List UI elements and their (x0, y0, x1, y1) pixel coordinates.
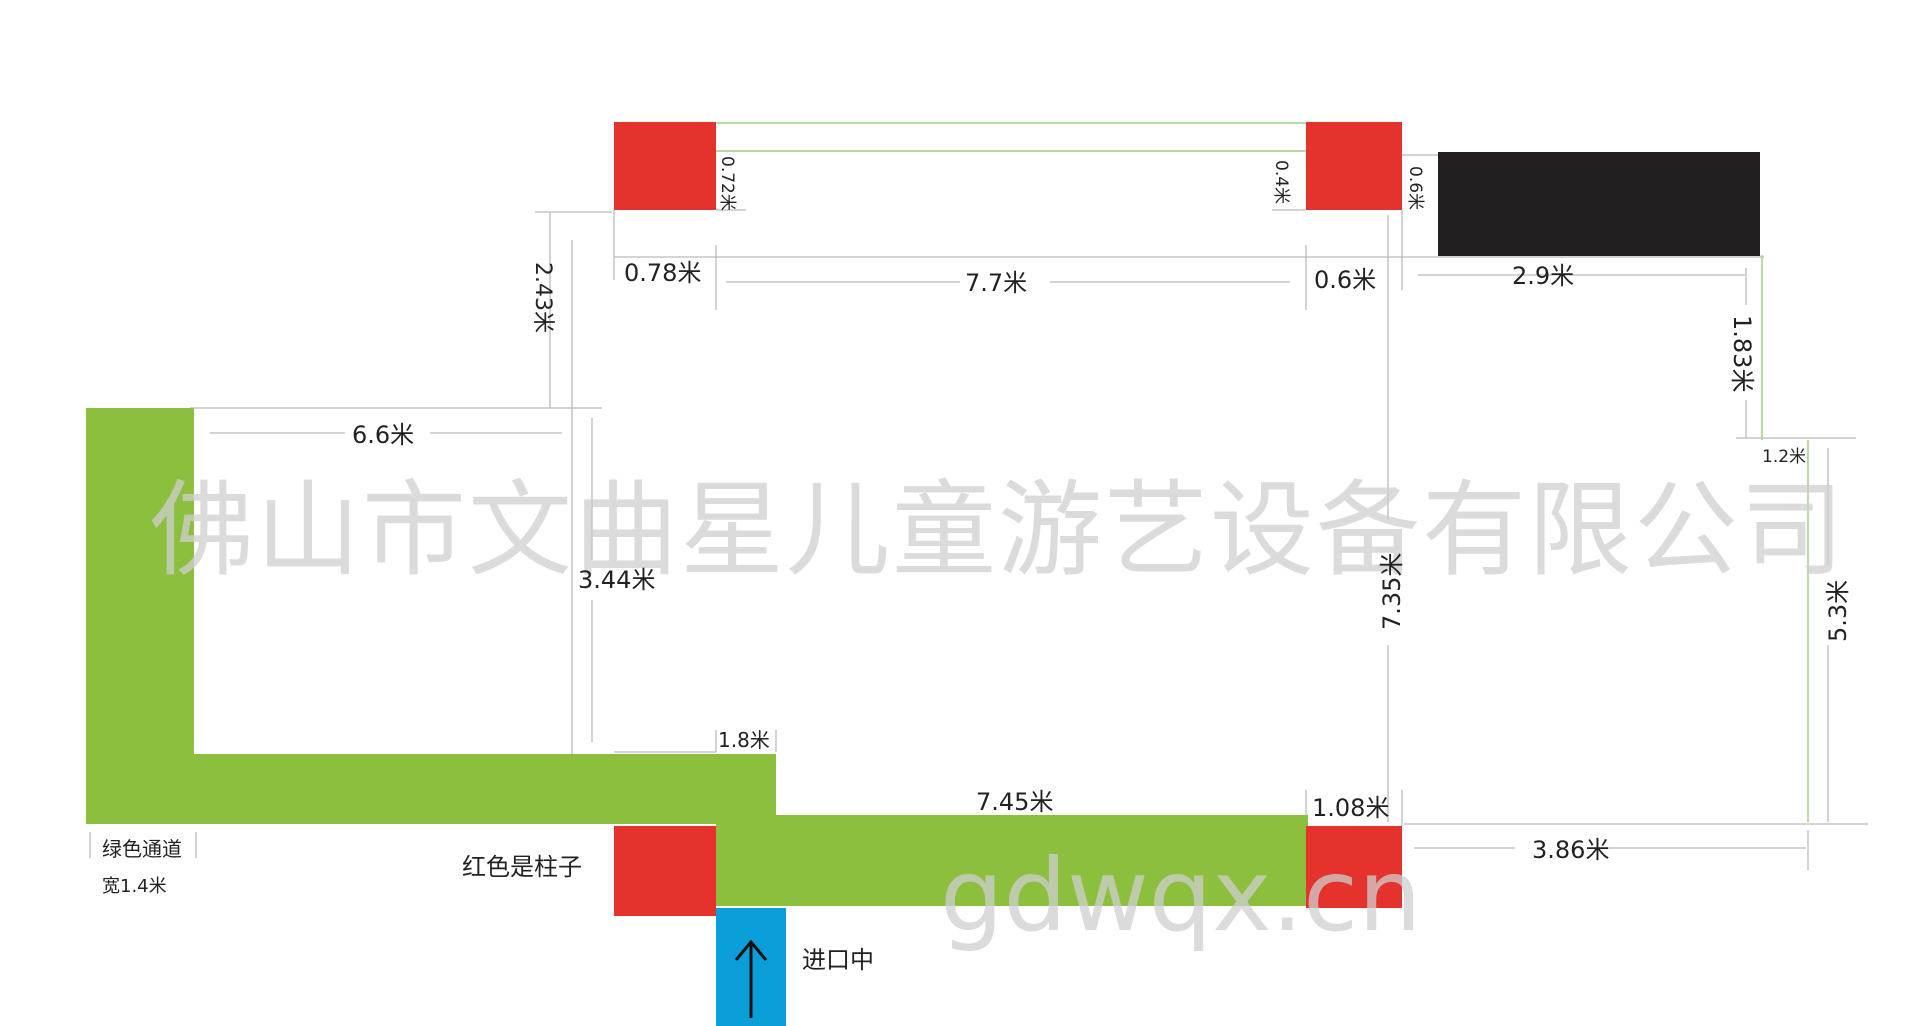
label-black-block-gap: 0.6米 (1405, 166, 1425, 210)
label-bottom-right-pillar-width: 1.08米 (1312, 794, 1389, 822)
pillar-top-right (1306, 122, 1402, 210)
dimension-lines (89, 122, 1868, 870)
watermark-company: 佛山市文曲星儿童游艺设备有限公司 (150, 469, 1846, 591)
watermark-site: gdwqx.cn (940, 837, 1422, 954)
pillar-bottom-right (1306, 826, 1402, 908)
label-left-room-height: 3.44米 (578, 566, 655, 594)
legend-green-channel-title: 绿色通道 (102, 837, 182, 861)
green-channel (86, 408, 1308, 906)
legend-green-channel-width: 宽1.4米 (102, 876, 167, 897)
pillars (614, 122, 1402, 916)
label-right-room-height: 5.3米 (1824, 580, 1852, 642)
pillar-bottom-left (614, 826, 716, 916)
label-top-right-pillar-width: 0.6米 (1314, 266, 1376, 294)
green-channel-step (716, 754, 776, 824)
label-top-left-pillar-height: 0.72米 (717, 156, 737, 211)
label-bottom-channel-length: 7.45米 (976, 788, 1053, 816)
label-main-room-height: 7.35米 (1378, 553, 1406, 630)
label-left-offset-height: 2.43米 (530, 262, 555, 333)
legend-red-pillar: 红色是柱子 (462, 853, 582, 881)
dimension-labels: 0.78米 7.7米 0.6米 2.9米 0.72米 0.4米 0.6米 2.4… (352, 156, 1852, 864)
green-channel-bottom (716, 815, 1308, 906)
label-top-left-pillar-width: 0.78米 (624, 259, 701, 287)
label-black-block-width: 2.9米 (1512, 262, 1574, 290)
label-bottom-right-extension: 3.86米 (1532, 836, 1609, 864)
label-top-middle-span: 7.7米 (965, 269, 1027, 297)
entrance (716, 908, 786, 1026)
pillar-top-left (614, 122, 716, 210)
label-top-right-pillar-height: 0.4米 (1271, 160, 1291, 204)
label-right-small-offset: 1.2米 (1762, 447, 1806, 467)
black-block (1438, 152, 1760, 256)
green-channel-left-horizontal (86, 754, 776, 824)
label-entrance: 进口中 (802, 946, 874, 974)
label-right-offset-height: 1.83米 (1728, 315, 1756, 392)
label-left-room-width: 6.6米 (352, 421, 414, 449)
up-arrow-icon (734, 939, 768, 1018)
label-channel-step-width: 1.8米 (718, 728, 770, 752)
legend: 绿色通道 宽1.4米 红色是柱子 进口中 (102, 837, 874, 974)
